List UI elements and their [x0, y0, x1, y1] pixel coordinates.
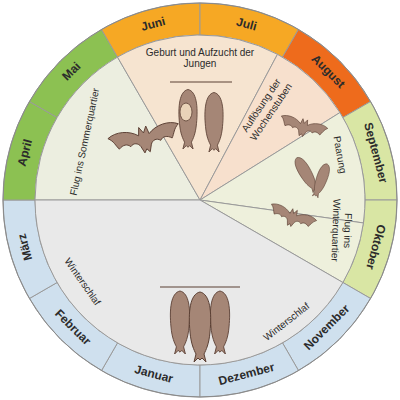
hanging-mothers — [170, 82, 232, 152]
sector-outline — [35, 200, 343, 365]
phase-label: Geburt und Aufzucht der Jungen — [144, 47, 256, 70]
wheel-rim — [3, 3, 397, 397]
flying-bat — [267, 201, 318, 234]
flying-bat — [107, 119, 183, 159]
mating-bats — [292, 155, 333, 199]
hibernating-bats — [160, 287, 240, 362]
phase-label: Flug ins Winterquartier — [329, 191, 355, 270]
flying-bat — [278, 113, 329, 142]
